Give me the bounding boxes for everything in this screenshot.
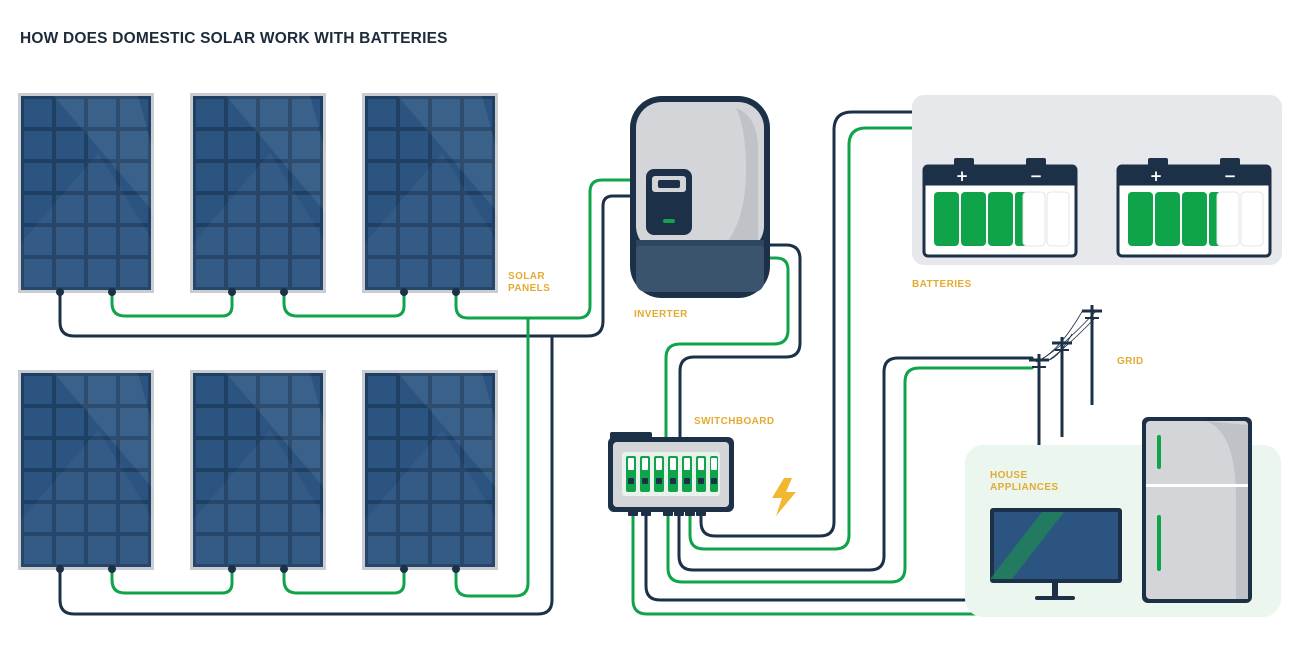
solar-panel-array xyxy=(18,93,498,573)
house-appliances xyxy=(965,417,1281,617)
solar-panel-icon xyxy=(362,93,498,296)
solar-panel-icon xyxy=(362,370,498,573)
battery-negative-terminal: − xyxy=(1224,167,1237,185)
inverter-label: INVERTER xyxy=(634,309,688,320)
battery-negative-terminal: − xyxy=(1030,167,1043,185)
wire-inverter-switchboard-green xyxy=(664,256,790,439)
wire-appliance-navy xyxy=(644,508,1152,602)
solar-panel-icon xyxy=(18,370,154,573)
wire-bottom-negative xyxy=(58,334,554,616)
solar-panels-label: SOLAR PANELS xyxy=(508,271,550,294)
wire-bottom-series-1 xyxy=(110,568,234,595)
solar-panel-icon xyxy=(18,93,154,296)
house-appliances-label: HOUSE APPLIANCES xyxy=(990,470,1058,493)
power-pole-icon xyxy=(1027,303,1104,456)
battery-icon xyxy=(922,156,1078,258)
inverter-icon xyxy=(630,96,770,298)
battery-icon xyxy=(1116,156,1272,258)
wire-top-series-1 xyxy=(110,291,234,318)
wire-top-series-2 xyxy=(282,291,406,318)
battery-bank: + − + − xyxy=(912,95,1282,265)
solar-panel-icon xyxy=(190,93,326,296)
battery-positive-terminal: + xyxy=(956,167,969,185)
wire-top-negative xyxy=(58,194,637,338)
television-icon xyxy=(990,508,1122,600)
wire-grid-green xyxy=(666,366,1034,584)
battery-positive-terminal: + xyxy=(1150,167,1163,185)
wire-grid-navy xyxy=(677,356,1034,572)
switchboard-label: SWITCHBOARD xyxy=(694,416,775,427)
grid-label: GRID xyxy=(1117,356,1144,367)
batteries-label: BATTERIES xyxy=(912,279,972,290)
refrigerator-icon xyxy=(1142,417,1252,603)
wire-bottom-series-2 xyxy=(282,568,406,595)
wire-appliance-green xyxy=(631,508,1152,616)
wire-bottom-positive xyxy=(454,316,530,598)
wire-inverter-switchboard-navy xyxy=(678,243,802,439)
solar-panel-icon xyxy=(190,370,326,573)
diagram-title: HOW DOES DOMESTIC SOLAR WORK WITH BATTER… xyxy=(20,30,448,47)
wire-top-positive xyxy=(454,178,637,320)
switchboard-icon xyxy=(608,432,734,516)
lightning-bolt-icon xyxy=(772,478,796,516)
